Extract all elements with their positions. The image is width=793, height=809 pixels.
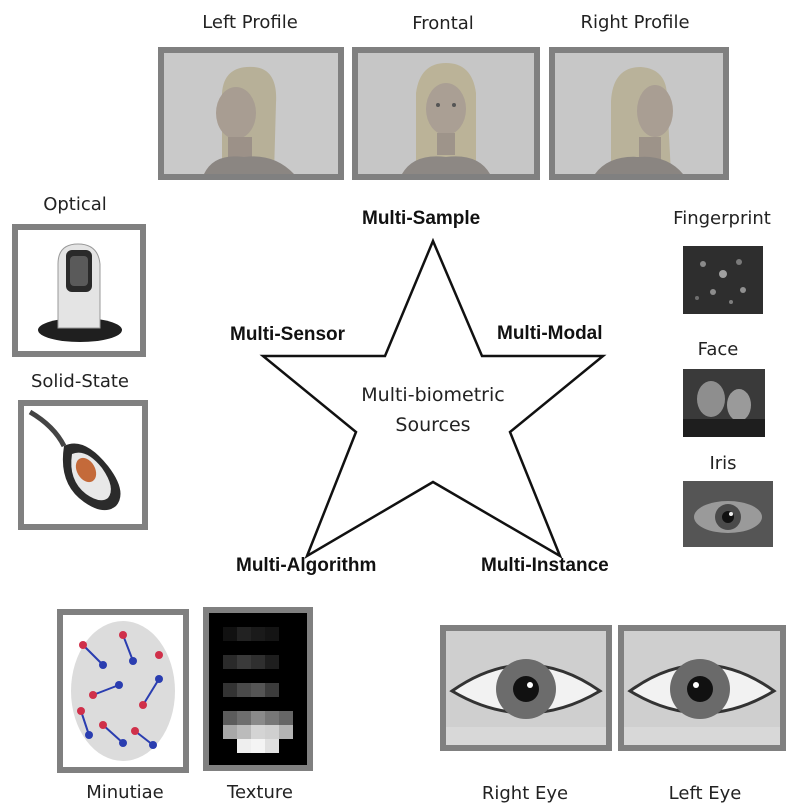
left-eye-photo bbox=[624, 631, 780, 745]
face-photo bbox=[683, 369, 765, 437]
face-right-profile-photo bbox=[555, 53, 723, 174]
multi-sample-label: Multi-Sample bbox=[362, 208, 481, 229]
solid-state-caption: Solid-State bbox=[30, 371, 129, 392]
frontal-frame bbox=[352, 47, 540, 180]
iris-photo bbox=[683, 481, 773, 547]
optical-caption: Optical bbox=[43, 194, 107, 215]
minutiae-caption: Minutiae bbox=[86, 782, 164, 803]
fingerprint-caption: Fingerprint bbox=[673, 208, 771, 229]
right-eye-frame bbox=[440, 625, 612, 751]
optical-frame bbox=[12, 224, 146, 357]
left-profile-caption: Left Profile bbox=[202, 12, 298, 33]
face-photo-frame bbox=[683, 369, 765, 437]
left-profile-frame bbox=[158, 47, 344, 180]
multi-sensor-label: Multi-Sensor bbox=[230, 324, 346, 345]
solid-state-frame bbox=[18, 400, 148, 530]
texture-frame bbox=[203, 607, 313, 771]
face-frontal-photo bbox=[358, 53, 534, 174]
face-left-profile-photo bbox=[164, 53, 338, 174]
face-caption: Face bbox=[697, 339, 739, 360]
right-profile-frame bbox=[549, 47, 729, 180]
minutiae-frame bbox=[57, 609, 189, 773]
frontal-caption: Frontal bbox=[412, 13, 474, 34]
texture-caption: Texture bbox=[227, 782, 293, 803]
minutiae-map bbox=[63, 615, 183, 767]
iris-caption: Iris bbox=[709, 453, 737, 474]
center-label-line2: Sources bbox=[395, 414, 471, 436]
left-eye-frame bbox=[618, 625, 786, 751]
multi-algorithm-label: Multi-Algorithm bbox=[236, 555, 377, 576]
center-label-line1: Multi-biometric bbox=[361, 384, 505, 406]
iris-photo-frame bbox=[683, 481, 773, 547]
solid-state-fingerprint-sensor bbox=[24, 406, 142, 524]
optical-fingerprint-scanner bbox=[18, 230, 140, 351]
right-eye-caption: Right Eye bbox=[481, 783, 569, 804]
multi-instance-label: Multi-Instance bbox=[481, 555, 609, 576]
fingerprint-closeup bbox=[683, 246, 763, 314]
texture-blocks bbox=[209, 613, 307, 765]
right-profile-caption: Right Profile bbox=[580, 12, 690, 33]
fingerprint-closeup-frame bbox=[683, 246, 763, 314]
right-eye-photo bbox=[446, 631, 606, 745]
left-eye-caption: Left Eye bbox=[668, 783, 742, 804]
multi-modal-label: Multi-Modal bbox=[497, 323, 603, 344]
